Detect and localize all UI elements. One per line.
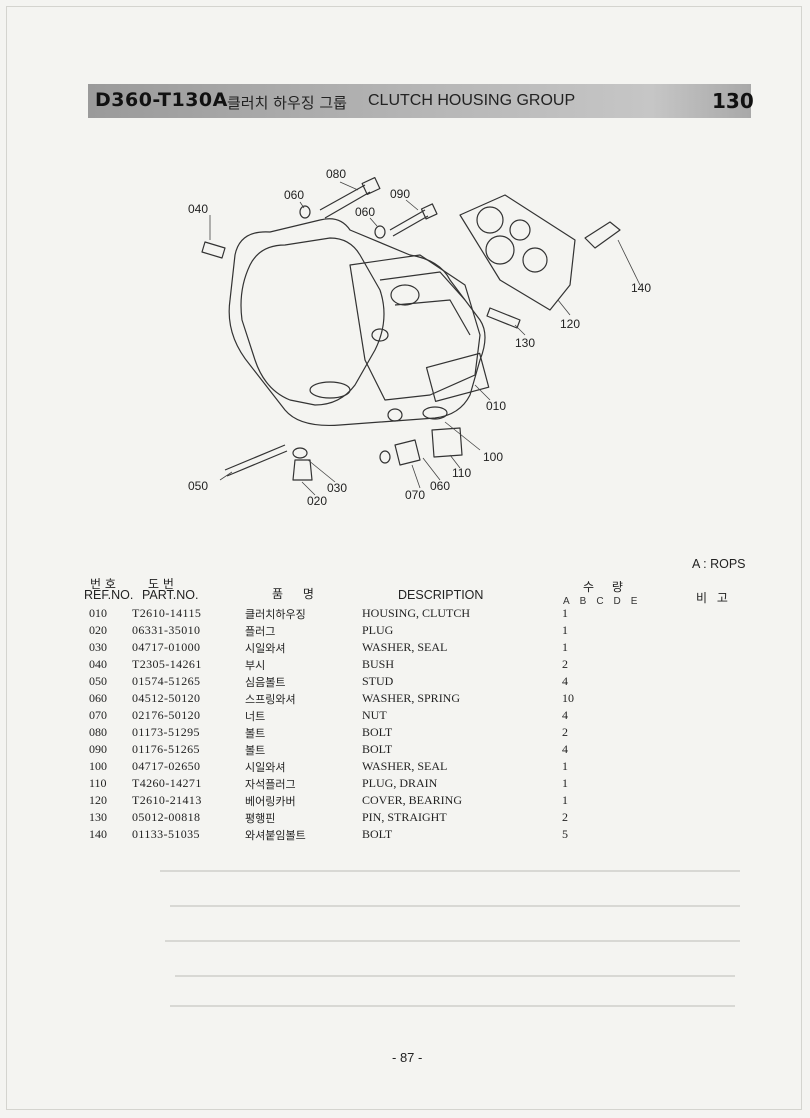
legend-rops: A : ROPS [692,557,746,571]
callout-100: 100 [483,450,504,464]
table-row: 060 04512-50120 스프링와셔 WASHER, SPRING 10 [89,691,574,706]
housing-sump-box [425,352,490,402]
callout-090: 090 [390,187,411,201]
callout-060-c: 060 [430,479,451,493]
header-remarks-korean: 비 고 [696,591,728,605]
bleed-through-line [170,905,740,907]
bleed-through-line [165,940,740,942]
callout-070: 070 [405,488,426,502]
header-ref-english: REF.NO. [84,588,134,602]
exploded-view-diagram [201,177,641,496]
plug-020 [292,459,313,481]
bleed-through-line [175,975,735,977]
group-page-number: 130 [712,89,754,113]
callout-130: 130 [515,336,536,350]
header-band [88,84,751,118]
callout-120: 120 [560,317,581,331]
page-border [6,6,802,1110]
callout-020: 020 [307,494,328,508]
callout-050: 050 [188,479,209,493]
callout-040: 040 [188,202,209,216]
callout-110: 110 [452,466,472,480]
callout-010: 010 [486,399,507,413]
pin-130 [486,307,521,329]
header-qty-korean: 수 량 [583,580,623,594]
header-name-korean: 품 명 [272,587,314,601]
table-row: 140 01133-51035 와셔붙임볼트 BOLT 5 [89,827,568,842]
plug-drain-110 [431,427,463,458]
group-title-english: CLUTCH HOUSING GROUP [368,92,576,109]
callout-060-a: 060 [284,188,305,202]
bleed-through-line [170,1005,735,1007]
table-row: 070 02176-50120 너트 NUT 4 [89,708,568,723]
table-row: 020 06331-35010 플러그 PLUG 1 [89,623,568,638]
table-row: 120 T2610-21413 베어링카버 COVER, BEARING 1 [89,793,568,808]
callout-080: 080 [326,167,347,181]
table-row: 030 04717-01000 시일와셔 WASHER, SEAL 1 [89,640,568,655]
nut-070 [394,439,421,466]
housing-right-block [349,254,481,401]
callout-140: 140 [631,281,652,295]
table-row: 100 04717-02650 시일와셔 WASHER, SEAL 1 [89,759,568,774]
bolt-140 [584,221,621,249]
callout-030: 030 [327,481,348,495]
bush-040 [201,241,226,259]
table-row: 050 01574-51265 심음볼트 STUD 4 [89,674,568,689]
bleed-through-line [160,870,740,872]
page-number: - 87 - [392,1050,423,1065]
callout-060-b: 060 [355,205,376,219]
header-ref-korean: 번 호 [90,577,116,591]
table-row: 110 T4260-14271 자석플러그 PLUG, DRAIN 1 [89,776,568,791]
header-part-korean: 도 번 [148,577,174,591]
header-part-english: PART.NO. [142,588,199,602]
group-code: D360-T130A [95,89,228,111]
housing-bell-outline [228,218,486,427]
table-row: 040 T2305-14261 부시 BUSH 2 [89,657,568,672]
header-qty-columns: ABCDE [563,596,648,607]
bolts-top [299,177,438,239]
header-description: DESCRIPTION [398,588,484,602]
table-row: 080 01173-51295 볼트 BOLT 2 [89,725,568,740]
bearing-cover-plate [459,194,576,311]
table-row: 010 T2610-14115 클러치하우징 HOUSING, CLUTCH 1 [89,606,568,621]
housing-inner-rim [240,237,385,406]
table-row: 090 01176-51265 볼트 BOLT 4 [89,742,568,757]
group-title-korean: 클러치 하우징 그룹 [227,94,347,112]
stud-050 [224,444,288,477]
table-row: 130 05012-00818 평행핀 PIN, STRAIGHT 2 [89,810,568,825]
